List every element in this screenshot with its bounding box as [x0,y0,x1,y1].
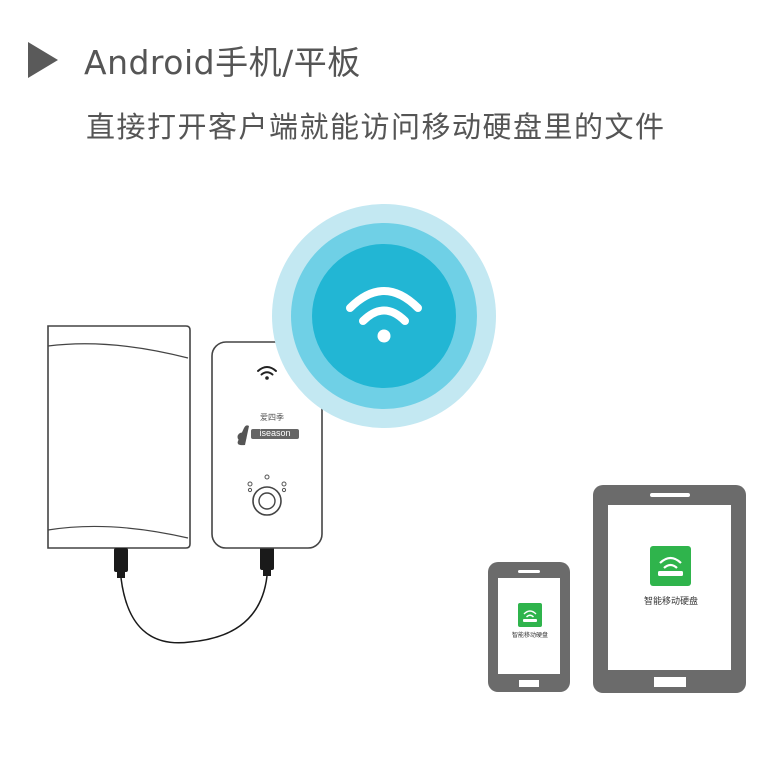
router-device [211,341,323,549]
subheading: 直接打开客户端就能访问移动硬盘里的文件 [86,110,666,144]
app-icon [518,603,542,627]
hard-drive [47,325,191,549]
small-wifi-icon [257,366,277,380]
wifi-bubble [272,204,496,428]
play-icon [28,42,58,78]
app-icon [650,546,691,586]
tablet [593,485,746,693]
phone [488,562,570,692]
power-button [258,492,276,510]
brand-label: iseason [259,428,291,438]
usb-connector-right [260,546,274,576]
heading: Android手机/平板 [84,43,361,82]
brand-logo [237,425,299,446]
phone-app-label: 智能移动硬盘 [511,632,548,639]
power-button-ring [252,486,282,516]
usb-cable [120,575,268,644]
usb-connector-left [114,548,128,578]
tablet-app-label: 智能移动硬盘 [643,597,698,607]
heading-row: Android手机/平板 [28,38,361,82]
brand-chinese-label: 爱四季 [260,413,284,422]
wifi-icon [346,287,422,343]
